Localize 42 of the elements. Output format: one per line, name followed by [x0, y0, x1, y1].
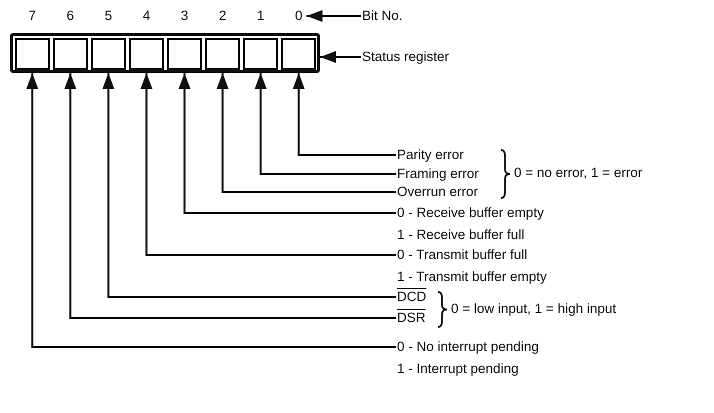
arrow [102, 73, 396, 298]
bit-number: 6 [66, 8, 74, 24]
arrow [26, 73, 396, 348]
bit-number: 4 [142, 8, 150, 24]
register-frame [10, 33, 320, 73]
group-note: 0 = no error, 1 = error [514, 165, 642, 181]
bit-cell [91, 38, 126, 70]
bit-cell [167, 38, 202, 70]
bit-number: 5 [104, 8, 112, 24]
bit-cell [53, 38, 88, 70]
bit-cell [15, 38, 50, 70]
bit-description: 1 - Transmit buffer empty [397, 269, 547, 285]
bit-description: 0 - Receive buffer empty [397, 205, 544, 221]
arrow [320, 51, 361, 63]
bit-cell [129, 38, 164, 70]
bit-description: DSR [397, 310, 426, 326]
arrow [216, 73, 396, 193]
bit-description: Framing error [397, 166, 479, 182]
bit-description: Parity error [397, 147, 464, 163]
group-note: 0 = low input, 1 = high input [451, 301, 616, 317]
bit-description: 0 - No interrupt pending [397, 339, 539, 355]
bit-number: 3 [180, 8, 188, 24]
bit-description: Overrun error [397, 184, 478, 200]
bit-number: 7 [28, 8, 36, 24]
arrow [140, 73, 396, 256]
bit-number: 2 [218, 8, 226, 24]
bit-cell [205, 38, 240, 70]
register-caption: Status register [362, 49, 450, 65]
arrow [292, 73, 396, 156]
arrow [254, 73, 396, 175]
bit-number: 0 [294, 8, 302, 24]
bit-description: DCD [397, 289, 426, 305]
arrow [306, 10, 361, 22]
bit-description: 0 - Transmit buffer full [397, 247, 528, 263]
arrow [64, 73, 396, 319]
bit-cell [281, 38, 316, 70]
bit-description: 1 - Receive buffer full [397, 227, 526, 243]
bit-description: 1 - Interrupt pending [397, 361, 520, 377]
bit-number-caption: Bit No. [362, 8, 403, 24]
bit-number: 1 [256, 8, 264, 24]
bit-cell [243, 38, 278, 70]
arrow [178, 73, 396, 214]
